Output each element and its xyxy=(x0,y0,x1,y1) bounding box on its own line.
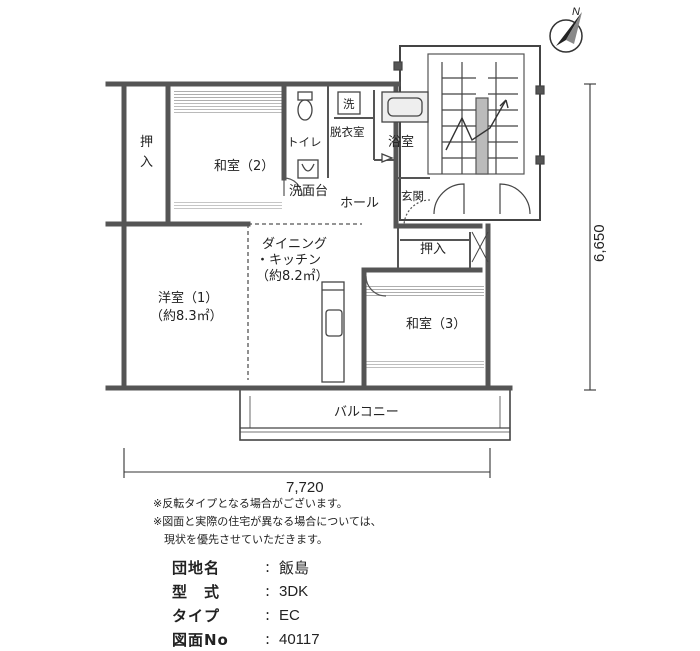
closet-left-label-2: 入 xyxy=(140,155,153,170)
compass-label: N xyxy=(572,6,580,18)
width-dimension-line xyxy=(123,448,491,478)
toilet-label: トイレ xyxy=(287,135,322,149)
info-value: 40117 xyxy=(279,630,320,648)
tatami-texture-room2 xyxy=(174,90,282,102)
info-value: EC xyxy=(279,606,300,624)
info-key: 団地名 xyxy=(172,558,221,577)
washstand-label: 洗面台 xyxy=(289,184,328,199)
dk-label-2: ・キッチン xyxy=(256,253,321,268)
note-line: ※図面と実際の住宅が異なる場合については、 xyxy=(153,515,382,528)
dk-area-label: （約8.2㎡） xyxy=(256,269,329,284)
washbasin-fixture-icon xyxy=(297,159,319,179)
info-key: 型 式 xyxy=(172,582,221,601)
height-dimension-line xyxy=(584,83,596,391)
info-row-drawing-no: 図面No : 40117 xyxy=(172,630,320,649)
walls xyxy=(105,81,513,391)
dressing-room-label: 脱衣室 xyxy=(330,125,365,139)
entrance-label: 玄関 xyxy=(401,189,424,203)
note-line: 現状を優先させていただきます。 xyxy=(153,533,328,546)
height-dimension-label: 6,650 xyxy=(591,224,608,262)
youshitsu-1-label: 洋室（1） xyxy=(158,290,218,306)
balcony-area xyxy=(239,387,511,441)
kitchen-counter-icon xyxy=(321,281,345,383)
notes-block: ※反転タイプとなる場合がございます。 ※図面と実際の住宅が異なる場合については、… xyxy=(153,495,553,549)
toilet-fixture-icon xyxy=(297,91,313,121)
washitsu-3-label: 和室（3） xyxy=(406,316,466,332)
tatami-texture-room3 xyxy=(366,286,484,296)
bathroom-label: 浴室 xyxy=(388,134,414,150)
info-row-type: 型 式 : 3DK xyxy=(172,582,309,601)
info-value: 飯島 xyxy=(279,559,310,577)
info-row-variant: タイプ : EC xyxy=(172,606,300,625)
hall-label: ホール xyxy=(340,196,379,211)
closet-right-label: 押入 xyxy=(420,242,446,257)
width-dimension-label: 7,720 xyxy=(286,479,324,496)
bathtub-icon xyxy=(381,91,429,163)
info-key: 図面No xyxy=(172,630,229,649)
balcony-label: バルコニー xyxy=(334,405,399,420)
closet-right-lines xyxy=(471,231,489,263)
doors xyxy=(283,177,431,297)
north-arrow-icon xyxy=(549,12,583,53)
closet-left-label-1: 押 xyxy=(140,135,153,150)
washitsu-2-label: 和室（2） xyxy=(214,158,274,174)
washing-machine-icon xyxy=(337,91,361,115)
washer-label: 洗 xyxy=(343,97,355,111)
info-key: タイプ xyxy=(172,606,221,625)
stairwell xyxy=(393,45,545,221)
dk-label-1: ダイニング xyxy=(262,237,327,252)
info-row-danchi: 団地名 : 飯島 xyxy=(172,558,310,577)
note-line: ※反転タイプとなる場合がございます。 xyxy=(153,497,348,510)
youshitsu-1-area-label: （約8.3㎡） xyxy=(150,309,223,324)
property-info: 団地名 : 飯島 型 式 : 3DK タイプ : EC 図面No : 40117 xyxy=(172,555,320,651)
info-value: 3DK xyxy=(279,582,309,600)
